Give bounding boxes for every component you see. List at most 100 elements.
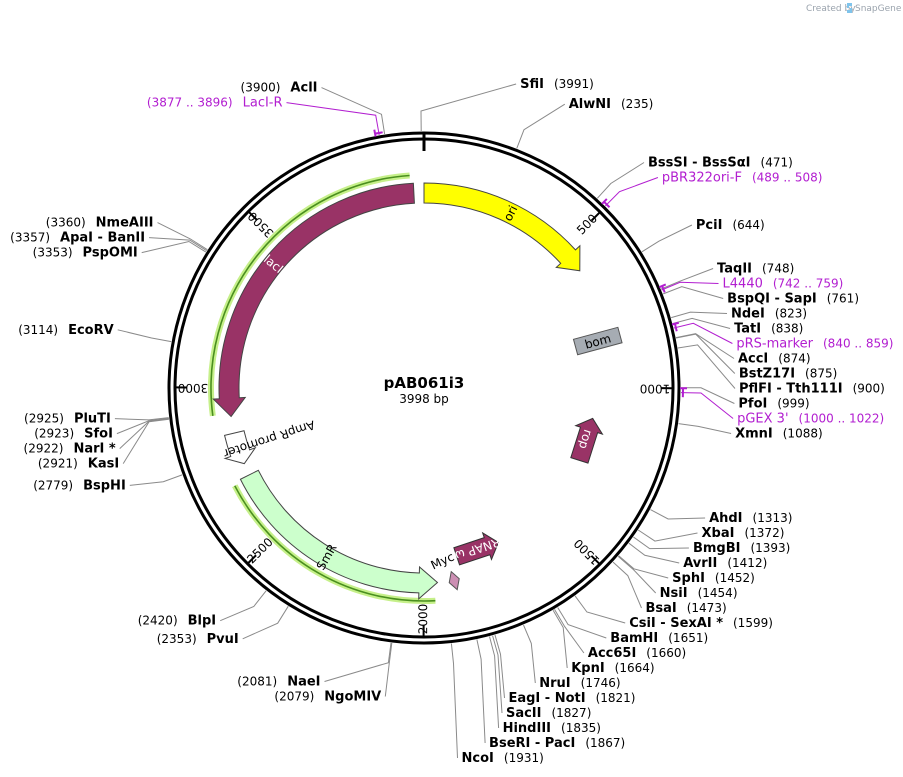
site-label-ecorv[interactable]: (3114)EcoRV	[18, 323, 113, 338]
tick-label-3000: 3000	[178, 381, 209, 395]
label-text: AvrII(1412)	[683, 556, 767, 571]
primer-end-laci-r	[373, 129, 377, 137]
site-label-ngomiv[interactable]: (2079)NgoMIV	[274, 690, 381, 705]
site-label-ahdi[interactable]: AhdI(1313)	[709, 511, 792, 526]
site-label-acli[interactable]: (3900) AclI	[241, 81, 318, 96]
leader-naei	[324, 642, 392, 682]
site-label-nsii[interactable]: NsiI(1454)	[660, 586, 738, 601]
enzyme-position: (1746)	[581, 676, 621, 690]
primer-label-prs-marker[interactable]: pRS-marker(840 .. 859)	[736, 336, 893, 351]
leader-pflfi-tth111i	[677, 344, 736, 389]
site-label-bmgbi[interactable]: BmgBI(1393)	[693, 541, 790, 556]
leader-taqii	[661, 268, 714, 290]
enzyme-position: (1452)	[715, 571, 755, 585]
site-label-alwni[interactable]: AlwNI(235)	[569, 97, 654, 112]
site-label-eagi-noti[interactable]: EagI - NotI(1821)	[508, 691, 635, 706]
enzyme-name: Acc65I	[588, 646, 636, 661]
label-text: HindIII(1835)	[503, 721, 601, 736]
enzyme-name: BseRI - PacI	[489, 736, 575, 751]
label-text: (3360)NmeAIII	[46, 216, 154, 231]
site-label-bseri-paci[interactable]: BseRI - PacI (1867)	[489, 736, 625, 751]
primer-label-pbr322ori-f[interactable]: pBR322ori-F(489 .. 508)	[662, 171, 823, 186]
tick-label-1000: 1000	[640, 382, 671, 396]
ori-feature[interactable]: ori	[423, 182, 581, 272]
enzyme-position: (742 .. 759)	[773, 276, 843, 290]
site-label-sfoi[interactable]: (2923)SfoI	[34, 427, 113, 442]
leader-ndei	[671, 311, 728, 319]
site-label-ndei[interactable]: NdeI(823)	[731, 306, 807, 321]
enzyme-name: L4440	[723, 276, 763, 291]
enzyme-name: AclI	[290, 81, 317, 96]
myc-label: Myc	[429, 550, 457, 573]
site-label-sphi[interactable]: SphI(1452)	[672, 571, 755, 586]
site-label-sfii[interactable]: SfiI(3991)	[520, 77, 594, 92]
site-label-nmeaiii[interactable]: (3360)NmeAIII	[46, 216, 154, 231]
label-text: BseRI - PacI (1867)	[489, 736, 625, 751]
rop-feature[interactable]: rop	[566, 414, 606, 464]
label-text: SfiI(3991)	[520, 77, 594, 92]
enzyme-position: (3353)	[33, 246, 73, 260]
site-label-sacii[interactable]: SacII(1827)	[506, 706, 591, 721]
site-label-pcii[interactable]: PciI(644)	[696, 218, 765, 233]
site-label-bsssi-bsss-i[interactable]: BssSI - BssSαI(471)	[648, 156, 793, 171]
label-text: BspQI - SapI(761)	[727, 291, 859, 306]
site-label-bsai[interactable]: BsaI(1473)	[645, 601, 726, 616]
site-label-kasi[interactable]: (2921)KasI	[38, 457, 119, 472]
site-label-acc65i[interactable]: Acc65I(1660)	[588, 646, 686, 661]
rnap-feature[interactable]: RNAP ω	[451, 529, 504, 570]
label-text: BmgBI(1393)	[693, 541, 790, 556]
site-label-ncoi[interactable]: NcoI(1931)	[462, 751, 544, 766]
site-label-pluti[interactable]: (2925)PluTI	[24, 412, 111, 427]
site-label-avrii[interactable]: AvrII(1412)	[683, 556, 767, 571]
smr-feature[interactable]: SmR	[239, 469, 439, 601]
site-label-kpni[interactable]: KpnI(1664)	[571, 661, 654, 676]
site-label-bsphi[interactable]: (2779)BspHI	[33, 478, 126, 493]
plasmid-length: 3998 bp	[399, 392, 449, 406]
site-label-pvui[interactable]: (2353)PvuI	[157, 632, 239, 647]
primer-label-l4440[interactable]: L4440 (742 .. 759)	[723, 276, 844, 291]
label-text: EagI - NotI(1821)	[508, 691, 635, 706]
site-label-pfoi[interactable]: PfoI(999)	[738, 396, 809, 411]
leader-eagi-noti	[494, 634, 505, 699]
site-label-bspqi-sapi[interactable]: BspQI - SapI(761)	[727, 291, 859, 306]
site-label-bamhi[interactable]: BamHI(1651)	[610, 631, 708, 646]
ampr-promoter-feature[interactable]: AmpR promoter	[222, 418, 317, 465]
site-label-pflfi-tth111i[interactable]: PflFI - Tth111I(900)	[739, 381, 885, 396]
leader-bsssi-bsss-i	[596, 162, 645, 199]
site-label-tati[interactable]: TatI(838)	[734, 321, 803, 336]
leader-pluti	[114, 417, 169, 421]
leader-prs-marker	[673, 322, 733, 344]
site-label-pspomi[interactable]: (3353)PspOMI	[33, 246, 138, 261]
ori-arrow	[423, 182, 581, 272]
primer-label-pgex-3[interactable]: pGEX 3'(1000 .. 1022)	[737, 411, 884, 426]
enzyme-position: (1821)	[596, 691, 636, 705]
primer-label-laci-r[interactable]: (3877 .. 3896)LacI-R	[147, 96, 283, 111]
enzyme-position: (840 .. 859)	[823, 336, 893, 350]
enzyme-position: (761)	[827, 291, 859, 305]
site-label-bstz17i[interactable]: BstZ17I(875)	[739, 366, 838, 381]
enzyme-name: NarI *	[73, 442, 115, 457]
leader-ecorv	[117, 329, 172, 343]
site-label-apai-banii[interactable]: (3357)ApaI - BanII	[10, 231, 145, 246]
site-label-acci[interactable]: AccI(874)	[738, 351, 811, 366]
site-label-csii-sexai[interactable]: CsiI - SexAI *(1599)	[629, 616, 773, 631]
site-label-taqii[interactable]: TaqII(748)	[717, 261, 794, 276]
enzyme-position: (3900)	[241, 81, 281, 95]
site-label-nrui[interactable]: NruI(1746)	[539, 676, 620, 691]
enzyme-position: (2922)	[24, 442, 64, 456]
site-label-naei[interactable]: (2081)NaeI	[237, 675, 320, 690]
site-label-blpi[interactable]: (2420)BlpI	[138, 614, 216, 629]
enzyme-position: (489 .. 508)	[752, 171, 822, 185]
enzyme-position: (1867)	[585, 736, 625, 750]
label-text: (3900) AclI	[241, 81, 318, 96]
leader-acc65i	[554, 609, 585, 654]
leader-bsphi	[129, 474, 183, 486]
enzyme-position: (1827)	[551, 706, 591, 720]
site-label-hindiii[interactable]: HindIII(1835)	[503, 721, 601, 736]
enzyme-name: PvuI	[207, 632, 239, 647]
bom-feature[interactable]: bom	[572, 326, 623, 356]
site-label-xbai[interactable]: XbaI(1372)	[702, 526, 785, 541]
leader-blpi	[220, 590, 267, 622]
site-label-nari[interactable]: (2922) NarI *	[24, 442, 116, 457]
site-label-xmni[interactable]: XmnI(1088)	[735, 426, 823, 441]
